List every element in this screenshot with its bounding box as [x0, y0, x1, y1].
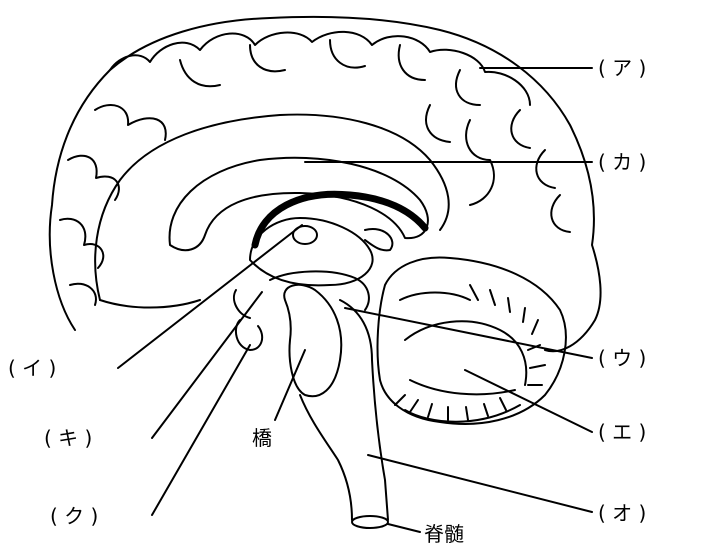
- label-ka: ( カ ): [598, 152, 646, 172]
- gyri-top: [110, 32, 530, 105]
- label-pons: 橋: [252, 428, 272, 448]
- label-a: ( ア ): [598, 58, 646, 78]
- label-o: ( オ ): [598, 503, 646, 523]
- cerebellum-outline: [378, 257, 566, 423]
- label-u: ( ウ ): [598, 348, 646, 368]
- spinal-cord-cut: [352, 516, 388, 528]
- leader-i: [118, 225, 302, 368]
- leader-ku: [152, 345, 250, 515]
- leader-spinal: [388, 524, 420, 532]
- leader-u: [345, 308, 592, 358]
- label-ki: ( キ ): [44, 428, 92, 448]
- leader-ki: [152, 292, 262, 438]
- fornix: [255, 194, 425, 245]
- label-spinal-cord: 脊髄: [424, 524, 464, 544]
- leader-o: [368, 455, 592, 512]
- label-ku: ( ク ): [50, 506, 98, 526]
- label-e: ( エ ): [598, 422, 646, 442]
- label-i: ( イ ): [8, 358, 56, 378]
